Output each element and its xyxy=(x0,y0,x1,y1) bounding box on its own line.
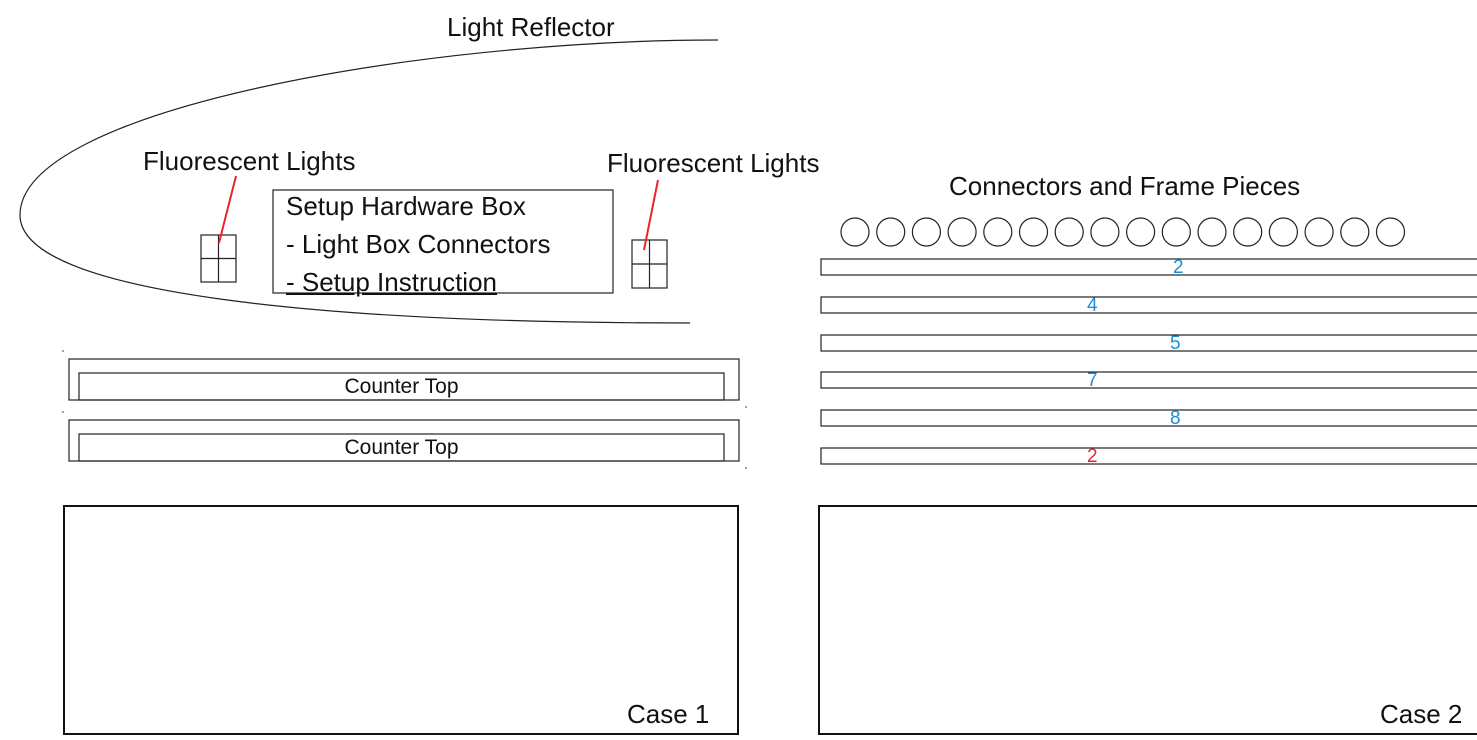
connector-circle xyxy=(911,217,942,247)
frame-piece-number: 4 xyxy=(1087,295,1098,316)
frame-piece xyxy=(820,447,1477,465)
frame-piece-number: 8 xyxy=(1170,408,1181,429)
connector-circle xyxy=(1125,217,1156,247)
frame-piece xyxy=(820,371,1477,389)
connector-circle xyxy=(947,217,977,247)
case-1-label: Case 1 xyxy=(627,699,710,729)
light-pointer-left xyxy=(218,175,237,244)
light-reflector-arc xyxy=(19,39,719,324)
frame-piece-number: 2 xyxy=(1087,446,1098,467)
connectors-title: Connectors and Frame Pieces xyxy=(949,171,1301,201)
frame-piece xyxy=(820,334,1477,352)
connector-circle xyxy=(1197,217,1227,247)
hardware-box-line-1: Setup Hardware Box xyxy=(286,191,526,221)
connector-circle xyxy=(1161,217,1191,247)
connector-circle xyxy=(983,217,1013,247)
connector-circle xyxy=(876,217,906,247)
counter-top-label-2: Counter Top xyxy=(344,436,459,459)
case-2-box xyxy=(818,505,1477,735)
frame-piece xyxy=(820,409,1477,427)
light-pointer-right xyxy=(643,179,659,251)
light-reflector-label: Light Reflector xyxy=(447,12,615,42)
frame-piece-number: 7 xyxy=(1087,370,1098,391)
counter-top-2 xyxy=(68,419,740,462)
hardware-box-line-3: - Setup Instruction xyxy=(286,267,497,297)
counter-top-label-1: Counter Top xyxy=(344,375,459,398)
frame-piece-number: 2 xyxy=(1173,257,1184,278)
connector-circle xyxy=(840,217,870,247)
connector-circle xyxy=(1090,217,1120,247)
case-2-label: Case 2 xyxy=(1380,699,1463,729)
frame-piece-number: 5 xyxy=(1170,333,1181,354)
connector-circle xyxy=(1340,217,1370,247)
connector-circle xyxy=(1304,217,1334,247)
connector-circle xyxy=(1375,217,1406,247)
fluorescent-light-right xyxy=(631,239,668,289)
fluorescent-lights-label-left: Fluorescent Lights xyxy=(143,146,356,176)
connector-circle xyxy=(1054,217,1084,247)
counter-top-1 xyxy=(68,358,740,401)
fluorescent-lights-label-right: Fluorescent Lights xyxy=(607,148,820,178)
frame-piece xyxy=(820,258,1477,276)
connector-circle xyxy=(1018,217,1049,247)
hardware-box-line-2: - Light Box Connectors xyxy=(286,229,551,259)
connector-circle xyxy=(1233,217,1263,247)
case-1-box xyxy=(63,505,739,735)
setup-hardware-box xyxy=(272,189,614,294)
connector-circle xyxy=(1268,217,1299,247)
frame-piece xyxy=(820,296,1477,314)
